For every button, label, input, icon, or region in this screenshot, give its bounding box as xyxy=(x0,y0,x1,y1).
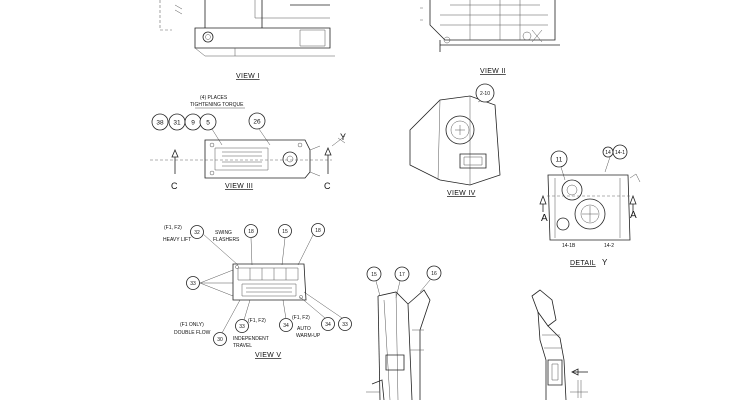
balloon xyxy=(311,223,325,237)
label-heavy-lift: HEAVY LIFT xyxy=(163,237,191,243)
label-travel: TRAVEL xyxy=(233,343,252,349)
balloon xyxy=(550,150,568,168)
detail-balloons: 11 14 14-1 xyxy=(550,144,628,181)
torque-note-line-1: (4) PLACES xyxy=(200,95,228,101)
balloon-label: 18 xyxy=(315,228,321,234)
balloon-label: 34 xyxy=(283,323,289,329)
view-5-caption: VIEW V xyxy=(255,352,281,359)
balloon-label: 34 xyxy=(325,322,331,328)
section-c-left: C xyxy=(171,181,178,191)
balloon-label: 18 xyxy=(248,229,254,235)
balloon-label: 17 xyxy=(399,272,405,278)
detail-caption-symbol: Y xyxy=(602,258,608,267)
label-f1-f2-top: (F1, F2) xyxy=(164,225,182,231)
view-5-text-labels: (F1, F2) HEAVY LIFT SWING FLASHERS (F1 O… xyxy=(163,225,321,349)
balloon xyxy=(190,225,204,239)
balloon xyxy=(426,265,442,281)
handle-assembly-drawing xyxy=(366,289,431,400)
balloon xyxy=(338,317,352,331)
balloon-label: 11 xyxy=(556,157,563,164)
balloon xyxy=(278,224,292,238)
view-4-caption: VIEW IV xyxy=(447,190,476,197)
view-5-balloons: 32 18 15 18 33 30 33 34 34 33 xyxy=(186,223,352,346)
detail-caption: DETAIL xyxy=(570,260,596,267)
balloon-label: 15 xyxy=(282,229,288,235)
balloon-label: 38 xyxy=(156,120,164,127)
balloon-label: 32 xyxy=(194,230,200,236)
section-c-right: C xyxy=(324,181,331,191)
view-3-drawing xyxy=(150,135,346,179)
view-4-drawing xyxy=(409,95,501,186)
balloon xyxy=(475,83,495,103)
detail-y-drawing xyxy=(539,173,641,241)
label-swing: SWING xyxy=(215,230,232,236)
section-a-right: A xyxy=(630,210,637,221)
balloon xyxy=(248,112,266,130)
view-2-caption: VIEW II xyxy=(480,68,506,75)
view-2-drawing xyxy=(420,0,560,52)
torque-note-line-2: TIGHTENING TORQUE xyxy=(190,102,244,108)
balloon-label: 33 xyxy=(190,281,196,287)
view-3-caption: VIEW III xyxy=(225,183,253,190)
section-a-left: A xyxy=(541,213,548,224)
balloon xyxy=(199,113,217,131)
view-1-caption: VIEW I xyxy=(236,73,260,80)
balloon-label: 9 xyxy=(191,120,195,127)
balloon xyxy=(244,224,258,238)
detail-label-14-2: 14-2 xyxy=(604,243,614,249)
view-5-drawing xyxy=(199,233,343,334)
balloon-label: 33 xyxy=(342,322,348,328)
label-auto: AUTO xyxy=(297,326,311,332)
label-f1-f2-mid: (F1, F2) xyxy=(248,318,266,324)
balloon xyxy=(366,266,382,282)
balloon-label: 14 xyxy=(605,150,611,156)
detail-y-marker: Y xyxy=(340,132,346,142)
balloon-label: 31 xyxy=(173,120,181,127)
label-independent: INDEPENDENT xyxy=(233,336,269,342)
balloon xyxy=(235,319,249,333)
balloon xyxy=(213,332,227,346)
balloon-label: 14-1 xyxy=(615,150,625,156)
balloon-label: 5 xyxy=(206,120,210,127)
view-1-drawing xyxy=(159,0,335,57)
balloon-label: 15 xyxy=(371,272,377,278)
balloon-label: 33 xyxy=(239,324,245,330)
balloon-label: 26 xyxy=(253,119,261,126)
label-flashers: FLASHERS xyxy=(213,237,240,243)
balloon-label: 16 xyxy=(431,271,437,277)
label-f1-only: (F1 ONLY) xyxy=(180,322,204,328)
balloon xyxy=(321,317,335,331)
balloon xyxy=(394,266,410,282)
label-double-flow: DOUBLE FLOW xyxy=(174,330,211,336)
torque-note: (4) PLACES TIGHTENING TORQUE xyxy=(190,95,245,109)
label-warm-up: WARM-UP xyxy=(296,333,321,339)
balloon-label: 30 xyxy=(217,337,223,343)
balloon xyxy=(186,276,200,290)
detail-label-14-1b: 14-1B xyxy=(562,243,576,249)
balloon xyxy=(612,144,628,160)
joystick-drawing xyxy=(531,289,588,400)
balloon xyxy=(151,113,169,131)
view-3-balloons: 38 31 9 5 26 xyxy=(151,112,271,146)
label-f1-f2-right: (F1, F2) xyxy=(292,315,310,321)
balloon-label: 2-10 xyxy=(480,91,490,97)
lower-balloons: 15 17 16 xyxy=(366,265,442,299)
